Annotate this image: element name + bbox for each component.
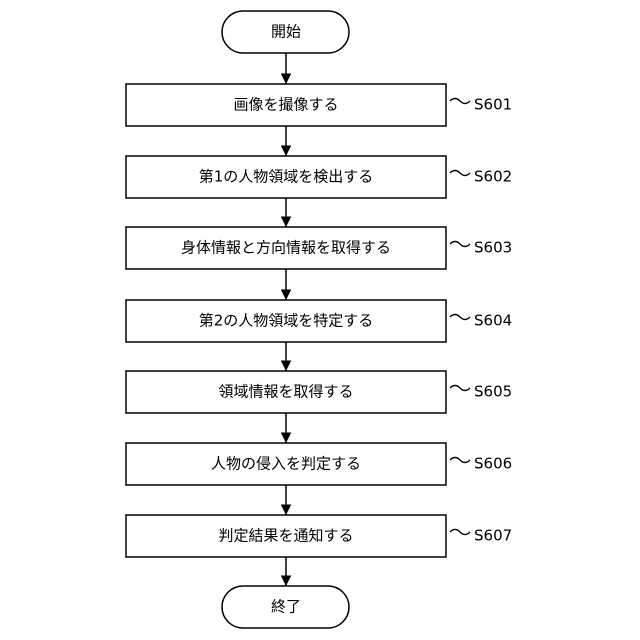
step-id-label: S603	[474, 239, 512, 257]
process-step: 領域情報を取得する S605	[126, 371, 512, 413]
process-label: 領域情報を取得する	[218, 383, 353, 401]
process-label: 画像を撮像する	[233, 96, 338, 114]
start-terminal-label: 開始	[271, 23, 301, 41]
process-label: 判定結果を通知する	[218, 527, 353, 545]
step-id-label: S602	[474, 168, 512, 186]
process-step: 第1の人物領域を検出する S602	[126, 156, 512, 198]
start-terminal: 開始	[222, 11, 349, 53]
process-step: 画像を撮像する S601	[126, 84, 512, 126]
end-terminal: 終了	[222, 586, 349, 628]
process-label: 第1の人物領域を検出する	[199, 168, 374, 186]
end-terminal-label: 終了	[271, 598, 301, 616]
process-label: 人物の侵入を判定する	[211, 455, 361, 473]
step-id-label: S601	[474, 96, 512, 114]
step-leader-line	[450, 171, 470, 176]
step-id-label: S607	[474, 527, 512, 545]
process-step: 判定結果を通知する S607	[126, 515, 512, 557]
process-step: 身体情報と方向情報を取得する S603	[126, 227, 512, 269]
process-step: 人物の侵入を判定する S606	[126, 443, 512, 485]
step-leader-line	[450, 99, 470, 104]
step-leader-line	[450, 530, 470, 535]
flow-nodes: 開始 画像を撮像する S601 第1の人物領域を検出する S602 身体情報と方…	[126, 11, 512, 628]
step-leader-line	[450, 242, 470, 247]
step-id-label: S606	[474, 455, 512, 473]
process-label: 第2の人物領域を特定する	[199, 312, 374, 330]
step-id-label: S604	[474, 312, 512, 330]
process-step: 第2の人物領域を特定する S604	[126, 300, 512, 342]
step-id-label: S605	[474, 383, 512, 401]
process-label: 身体情報と方向情報を取得する	[181, 239, 391, 257]
step-leader-line	[450, 315, 470, 320]
step-leader-line	[450, 458, 470, 463]
step-leader-line	[450, 386, 470, 391]
